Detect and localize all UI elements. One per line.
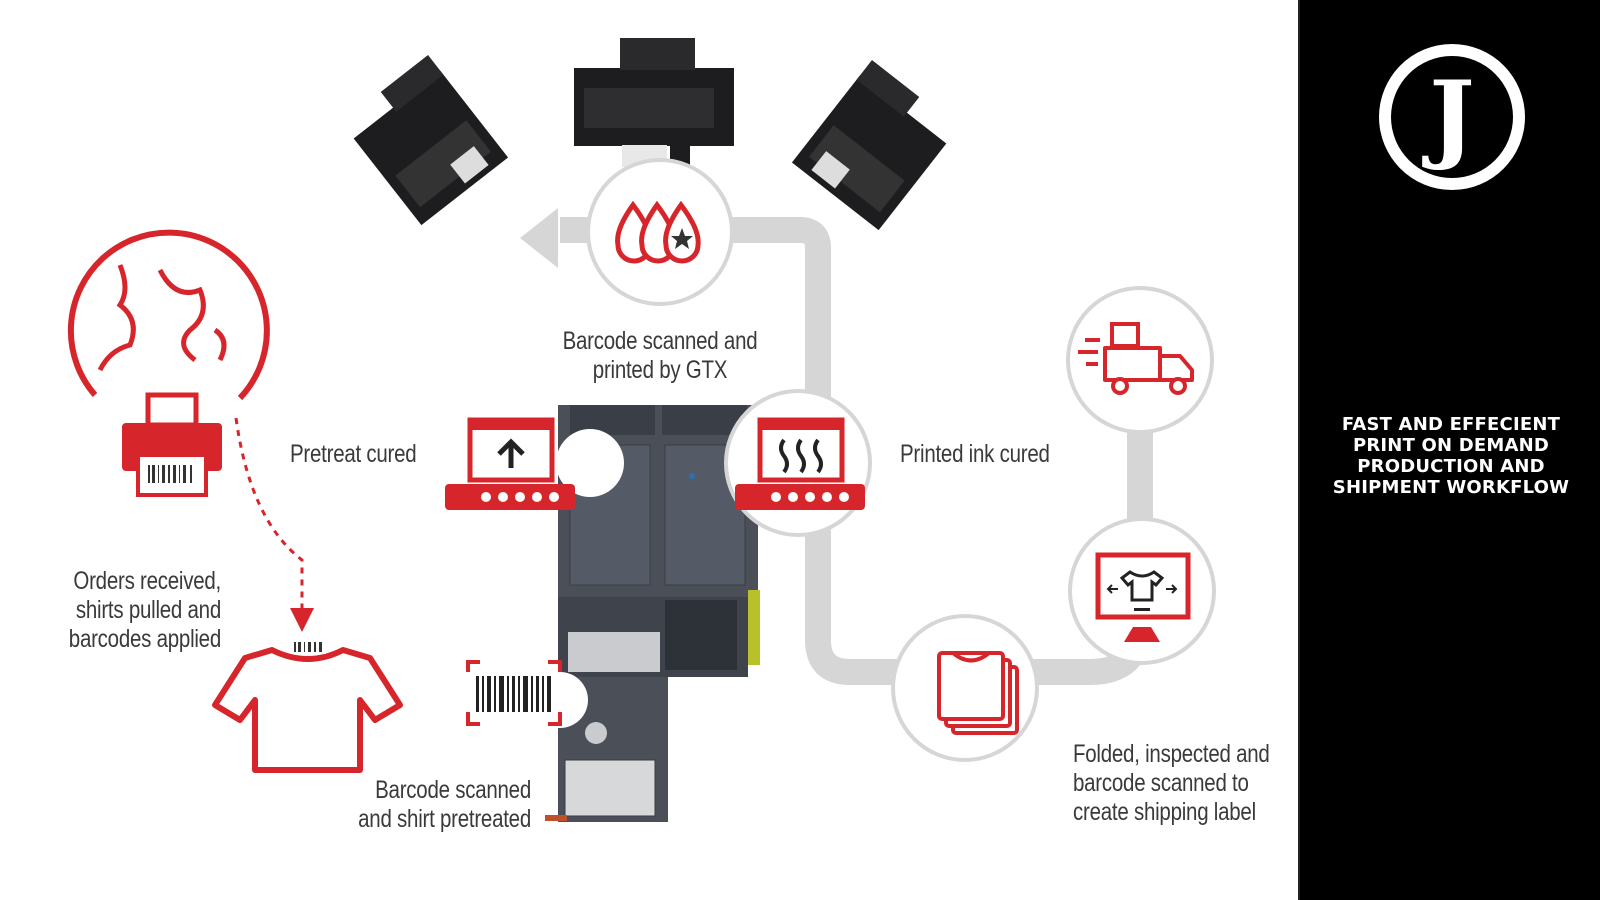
- brand-title-line-3: PRODUCTION AND: [1357, 456, 1545, 477]
- label-pretreat: Barcode scanned and shirt pretreated: [313, 776, 531, 834]
- ink-drops-icon: [586, 158, 734, 306]
- brand-title: FAST AND EFFECIENT PRINT ON DEMAND PRODU…: [1300, 414, 1600, 498]
- label-ink-cured: Printed ink cured: [900, 440, 1050, 469]
- label-printed-line-1: Barcode scanned and: [562, 327, 758, 355]
- delivery-truck-icon: [1066, 286, 1214, 434]
- printer-icon: [122, 392, 222, 497]
- label-pretreat-line-1: Barcode scanned: [375, 776, 531, 804]
- label-orders-line-2: shirts pulled and: [75, 596, 221, 624]
- label-shipping-line-2: barcode scanned to: [1073, 769, 1249, 797]
- label-orders-line-1: Orders received,: [73, 567, 221, 595]
- label-orders-line-3: barcodes applied: [68, 625, 221, 653]
- brand-panel: J FAST AND EFFECIENT PRINT ON DEMAND PRO…: [1298, 0, 1600, 900]
- label-orders: Orders received, shirts pulled and barco…: [46, 567, 221, 654]
- brand-title-line-2: PRINT ON DEMAND: [1352, 435, 1550, 456]
- label-shipping-line-1: Folded, inspected and: [1073, 740, 1270, 768]
- label-printed-line-2: printed by GTX: [592, 356, 728, 384]
- label-printed: Barcode scanned and printed by GTX: [553, 327, 766, 385]
- conveyor-dryer-heat-icon: [724, 389, 872, 537]
- printer-center: [574, 38, 734, 168]
- printer-left: [353, 55, 509, 226]
- monitor-shirt-icon: [1068, 517, 1216, 665]
- brand-title-line-1: FAST AND EFFECIENT: [1341, 414, 1561, 435]
- tshirt-icon: [212, 640, 403, 773]
- barcode-scanner-icon: [466, 660, 588, 728]
- printer-right: [791, 60, 947, 231]
- brand-logo: J: [1379, 44, 1525, 190]
- brand-title-line-4: SHIPMENT WORKFLOW: [1332, 477, 1570, 498]
- label-pretreat-cured: Pretreat cured: [290, 440, 417, 469]
- label-pretreat-line-2: and shirt pretreated: [358, 805, 531, 833]
- conveyor-dryer-arrow-icon: [445, 417, 624, 510]
- workflow-graphic: [67, 38, 1216, 822]
- flow-arrow-head: [520, 208, 558, 268]
- dotted-connector: [234, 417, 314, 632]
- label-shipping-line-3: create shipping label: [1073, 798, 1256, 826]
- brand-logo-letter: J: [1421, 60, 1474, 173]
- label-shipping: Folded, inspected and barcode scanned to…: [1073, 740, 1270, 827]
- label-ink-cured-line-1: Printed ink cured: [900, 440, 1050, 468]
- globe-icon: [67, 229, 270, 401]
- label-pretreat-cured-line-1: Pretreat cured: [290, 440, 417, 468]
- folded-shirts-icon: [891, 614, 1039, 762]
